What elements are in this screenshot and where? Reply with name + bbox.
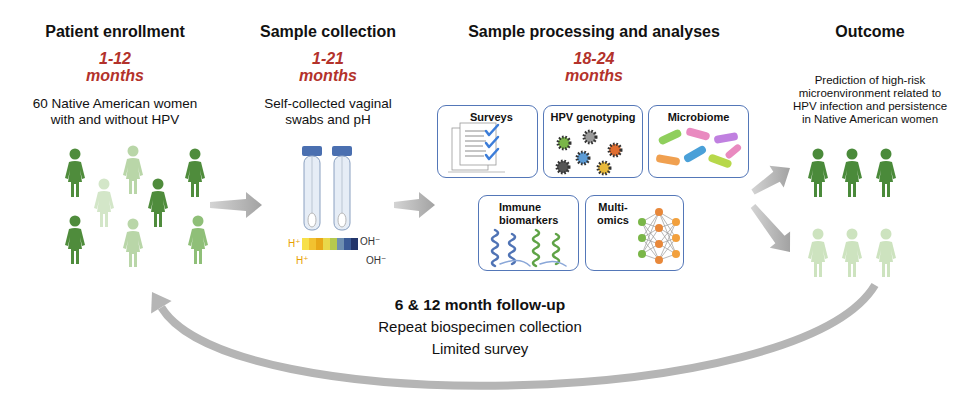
ph-marker: OH⁻: [366, 255, 388, 266]
swab-stick: [341, 157, 343, 214]
swab-tip: [338, 213, 346, 227]
enrolled-women: [65, 146, 208, 268]
woman-icon: [148, 179, 168, 228]
arrow-shaft: [161, 285, 875, 386]
stage-heading: Sample processing and analyses: [435, 22, 753, 42]
woman-icon: [94, 179, 114, 228]
analysis-box: Immune biomarkers: [478, 195, 579, 271]
outcome-description: Prediction of high-risk microenvironment…: [790, 74, 950, 126]
follow-up-note: Repeat biospecimen collection: [330, 318, 630, 335]
box-title: Immune biomarkers: [479, 196, 569, 227]
stage-description: 60 Native American women with and withou…: [20, 96, 210, 128]
ph-swatch: [302, 238, 309, 250]
arrow-wedge: [210, 192, 262, 218]
woman-icon: [842, 149, 862, 198]
time-range: 1-21 months: [296, 50, 360, 84]
stage-panel: Sample processing and analyses 18-24 mont…: [435, 22, 753, 277]
flow-arrow: [751, 204, 790, 252]
ph-swatch: [316, 238, 323, 250]
time-range: 1-12 months: [83, 50, 147, 84]
arrow-wedge: [394, 192, 435, 218]
outcome-women: [808, 149, 896, 278]
stage-panel: Sample collection1-21 monthsSelf-collect…: [262, 22, 394, 272]
woman-icon: [808, 229, 828, 278]
ph-marker: OH⁻: [360, 236, 382, 247]
time-range: 18-24 months: [562, 50, 626, 84]
ph-marker: H⁺: [296, 255, 312, 266]
ph-swatch: [337, 238, 344, 250]
swab-tubes: [302, 146, 352, 230]
woman-icon: [188, 216, 208, 265]
woman-icon: [65, 149, 85, 198]
woman-icon: [123, 219, 143, 268]
analysis-box: Microbiome: [648, 105, 749, 178]
swab-stick: [311, 157, 313, 214]
stage-heading: Outcome: [790, 22, 950, 42]
tube-cap: [302, 146, 322, 156]
flow-arrow: [751, 166, 790, 195]
ph-swatch: [330, 238, 337, 250]
tube-body: [304, 156, 320, 230]
stage-description: Self-collected vaginal swabs and pH: [258, 96, 398, 128]
woman-icon: [876, 229, 896, 278]
stage-panel: Patient enrollment 1-12 months 60 Native A…: [20, 22, 210, 292]
analysis-box: HPV genotyping: [543, 105, 643, 178]
woman-icon: [123, 146, 143, 195]
flow-arrow: [394, 192, 435, 218]
stage-heading: Patient enrollment: [20, 22, 210, 42]
follow-up-note: Limited survey: [330, 340, 630, 357]
arrow-wedge: [751, 166, 790, 195]
stage-heading: Sample collection: [248, 22, 408, 42]
ph-marker: H⁺: [288, 238, 304, 249]
follow-up-heading: 6 & 12 month follow-up: [330, 296, 630, 314]
arrow-wedge: [751, 204, 790, 252]
swab-tip: [308, 213, 316, 227]
tube-cap: [332, 146, 352, 156]
ph-swatch: [351, 238, 358, 250]
ph-strip: [302, 238, 358, 250]
follow-up-arrow: [151, 285, 875, 386]
flow-arrow: [210, 192, 262, 218]
box-title: Multi-omics: [590, 196, 636, 227]
arrow-head: [151, 292, 172, 314]
woman-icon: [185, 149, 205, 198]
ph-swatch: [309, 238, 316, 250]
ph-swatch: [323, 238, 330, 250]
woman-icon: [65, 216, 85, 265]
woman-icon: [876, 149, 896, 198]
woman-icon: [842, 229, 862, 278]
box-title: HPV genotyping: [544, 106, 642, 124]
box-title: Surveys: [438, 106, 537, 124]
tube-body: [334, 156, 350, 230]
woman-icon: [808, 149, 828, 198]
outcome-panel: OutcomePrediction of high-risk microenvi…: [790, 22, 950, 285]
analysis-box: Surveys: [437, 105, 538, 178]
ph-swatch: [344, 238, 351, 250]
box-title: Microbiome: [649, 106, 748, 124]
analysis-box: Multi-omics: [585, 195, 684, 271]
